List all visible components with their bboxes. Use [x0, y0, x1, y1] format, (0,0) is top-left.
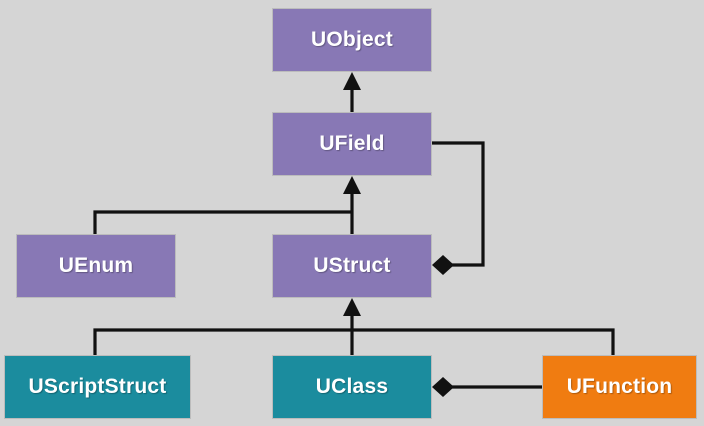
edge-ufunction-to-ustruct [352, 328, 615, 355]
class-node-ufield[interactable]: UField [272, 112, 432, 176]
class-node-label: UObject [311, 28, 393, 51]
diamond-ustruct-composition [432, 255, 454, 275]
class-node-ufunction[interactable]: UFunction [542, 355, 697, 419]
diamond-uclass-composition [432, 377, 454, 397]
edge-ustruct-composition-ufield [432, 141, 485, 267]
class-node-uobject[interactable]: UObject [272, 8, 432, 72]
class-node-label: UFunction [566, 375, 673, 398]
class-node-label: UScriptStruct [28, 375, 167, 398]
arrowhead-ufield [343, 176, 361, 194]
class-node-uenum[interactable]: UEnum [16, 234, 176, 298]
class-node-uscriptstruct[interactable]: UScriptStruct [4, 355, 191, 419]
edge-uscriptstruct-to-ustruct [93, 328, 352, 355]
arrowhead-ustruct [343, 298, 361, 316]
class-node-label: UClass [315, 375, 389, 398]
class-node-ustruct[interactable]: UStruct [272, 234, 432, 298]
class-node-uclass[interactable]: UClass [272, 355, 432, 419]
class-node-label: UStruct [313, 254, 391, 277]
class-node-label: UEnum [58, 254, 134, 277]
class-node-label: UField [319, 132, 385, 155]
arrowhead-uobject [343, 72, 361, 90]
edge-uenum-to-ufield [93, 210, 352, 234]
